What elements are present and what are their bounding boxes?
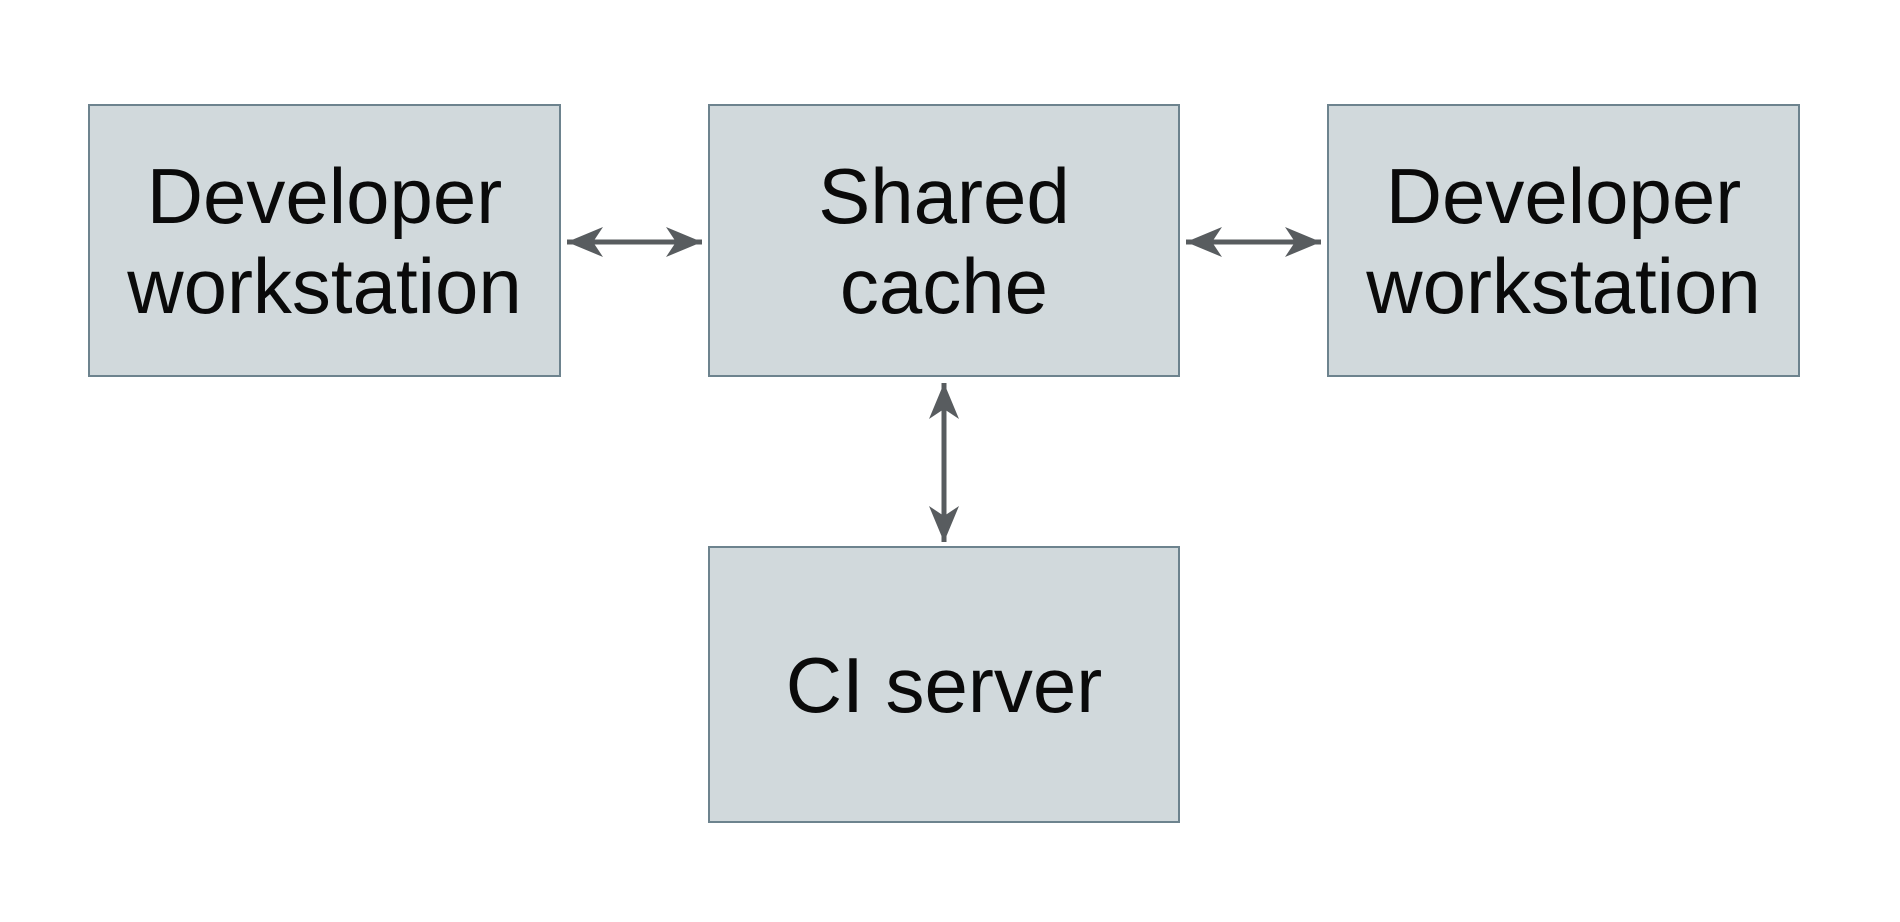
node-label-line: Developer	[1385, 151, 1742, 240]
node-label: CI server	[786, 640, 1102, 730]
node-shared-cache: Shared cache	[708, 104, 1180, 377]
node-label: Developer workstation	[1366, 151, 1761, 331]
node-label-line: CI server	[785, 640, 1103, 729]
node-ci-server: CI server	[708, 546, 1180, 823]
node-label: Shared cache	[818, 151, 1070, 331]
node-developer-workstation-right: Developer workstation	[1327, 104, 1800, 377]
node-label-line: workstation	[1366, 241, 1761, 330]
node-label: Developer workstation	[127, 151, 522, 331]
node-label-line: Shared	[818, 151, 1070, 240]
node-developer-workstation-left: Developer workstation	[88, 104, 561, 377]
node-label-line: cache	[839, 241, 1049, 330]
node-label-line: Developer	[146, 151, 503, 240]
node-label-line: workstation	[127, 241, 522, 330]
